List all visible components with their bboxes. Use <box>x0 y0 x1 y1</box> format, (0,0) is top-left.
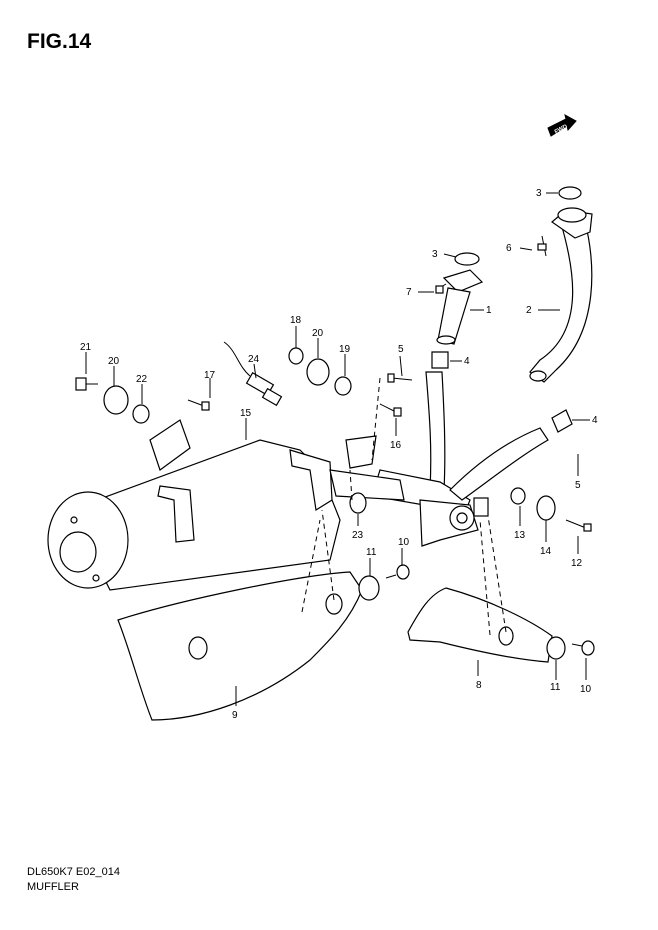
part-grommet-20a <box>103 385 129 415</box>
part-bolt-12 <box>565 519 592 532</box>
callout-6: 6 <box>506 243 512 254</box>
callout-1: 1 <box>486 305 492 316</box>
part-collar-23 <box>349 492 367 514</box>
part-muffler <box>47 419 405 591</box>
callout-5b: 5 <box>575 480 581 491</box>
callout-8: 8 <box>476 680 482 691</box>
callout-24: 24 <box>248 354 260 365</box>
diagram-code: DL650K7 E02_014 <box>27 866 120 878</box>
part-grommet-11b <box>546 636 566 660</box>
part-bolt-5a <box>387 373 413 383</box>
callout-3a: 3 <box>536 188 542 199</box>
callout-7: 7 <box>406 287 412 298</box>
callout-9: 9 <box>232 710 238 721</box>
part-connector-sleeve-1 <box>431 351 449 369</box>
part-bolt-21 <box>75 377 98 391</box>
part-washer-19 <box>334 376 352 396</box>
part-gasket-lower <box>454 252 480 266</box>
part-bolt-16 <box>379 403 402 417</box>
part-center-pipe-joint <box>371 371 549 547</box>
callout-leader-lines <box>85 192 590 706</box>
part-collar-18 <box>288 347 304 365</box>
callout-18: 18 <box>290 315 302 326</box>
part-grommet-11a <box>358 575 380 601</box>
callout-22: 22 <box>136 374 148 385</box>
part-heat-shield-rear <box>117 571 363 721</box>
part-gasket-upper <box>558 186 582 200</box>
part-oxygen-sensor <box>223 341 283 407</box>
callout-20b: 20 <box>108 356 120 367</box>
callout-17: 17 <box>204 370 216 381</box>
part-bolt-6 <box>537 235 547 257</box>
part-bolt-10a <box>385 564 410 580</box>
callout-19: 19 <box>339 344 351 355</box>
callout-23: 23 <box>352 530 364 541</box>
callout-5a: 5 <box>398 344 404 355</box>
callout-3b: 3 <box>432 249 438 260</box>
part-heat-shield-front <box>407 587 553 663</box>
callout-10a: 10 <box>398 537 410 548</box>
callout-labels: 1 2 3 3 4 4 5 5 6 7 8 9 10 10 11 11 12 1… <box>80 188 598 721</box>
part-front-exhaust-pipe <box>529 207 593 383</box>
part-grommet-20b <box>306 358 330 386</box>
callout-10b: 10 <box>580 684 592 695</box>
callout-14: 14 <box>540 546 552 557</box>
part-bolt-17 <box>187 399 210 411</box>
fwd-arrow-icon: FWD <box>547 114 577 137</box>
callout-16: 16 <box>390 440 402 451</box>
part-bolt-7 <box>435 283 447 294</box>
callout-21: 21 <box>80 342 92 353</box>
callout-13: 13 <box>514 530 526 541</box>
callout-2: 2 <box>526 305 532 316</box>
callout-11a: 11 <box>366 547 377 558</box>
figure-title: FIG.14 <box>27 30 92 53</box>
part-washer-22 <box>132 404 150 424</box>
callout-4a: 4 <box>464 356 470 367</box>
part-connector-sleeve-2 <box>551 409 573 433</box>
diagram-name: MUFFLER <box>27 881 79 893</box>
part-bolt-10b <box>571 640 595 656</box>
callout-11b: 11 <box>550 682 561 693</box>
part-washer-13 <box>510 487 526 505</box>
callout-4b: 4 <box>592 415 598 426</box>
callout-12: 12 <box>571 558 583 569</box>
assembly-guide-lines <box>301 377 507 636</box>
part-grommet-14 <box>536 495 556 521</box>
callout-15: 15 <box>240 408 252 419</box>
part-rear-exhaust-pipe <box>436 269 484 345</box>
callout-20a: 20 <box>312 328 324 339</box>
